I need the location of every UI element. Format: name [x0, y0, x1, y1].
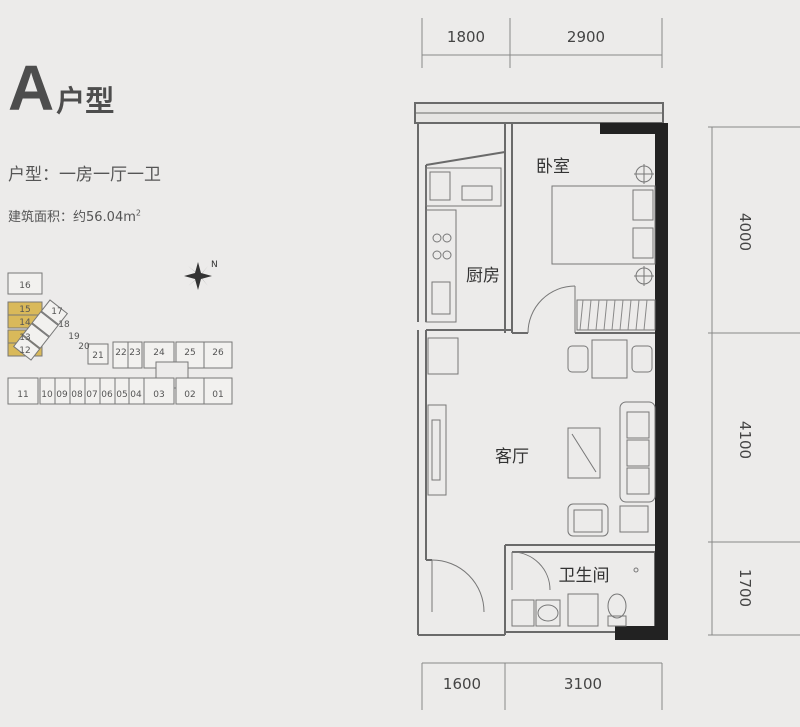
- toilet-icon: [607, 593, 627, 619]
- room-label-kitchen: 厨房: [466, 266, 500, 286]
- room-label-bedroom: 卧室: [536, 157, 570, 177]
- dim-top-2: 2900: [567, 28, 605, 46]
- key-label: 11: [17, 390, 28, 400]
- floor-area: 建筑面积：约56.04m2: [8, 206, 141, 225]
- key-label: 24: [153, 348, 165, 358]
- bed-icon: [551, 185, 656, 265]
- key-label: 19: [68, 332, 80, 342]
- key-unit-23: [127, 341, 143, 369]
- compass-label: N: [211, 260, 218, 270]
- key-label: 02: [184, 390, 195, 400]
- key-label: 01: [212, 390, 223, 400]
- key-unit-11: [7, 377, 39, 405]
- key-label: 04: [130, 390, 142, 400]
- key-label: 17: [51, 307, 62, 317]
- key-unit-20: [12, 334, 41, 361]
- bedroom-fixtures: [551, 164, 656, 331]
- key-label: 21: [92, 351, 103, 361]
- key-label: 20: [78, 342, 90, 352]
- fridge-icon: [431, 281, 451, 315]
- floor-area-sup: 2: [135, 208, 141, 218]
- dim-bottom-2: 3100: [564, 675, 602, 693]
- dimension-right: [708, 126, 800, 636]
- key-label: 26: [212, 348, 224, 358]
- stove-icon: [461, 185, 493, 201]
- washer-icon: [511, 599, 535, 627]
- key-label: 06: [101, 390, 113, 400]
- sink-icon: [429, 171, 451, 201]
- dim-right-2: 4100: [736, 421, 754, 459]
- key-label: 23: [129, 348, 140, 358]
- armchair-icon: [567, 503, 609, 537]
- key-label: 12: [19, 346, 30, 356]
- doors: [431, 285, 576, 613]
- coffee-table-icon: [567, 427, 601, 479]
- dim-bottom-1: 1600: [443, 675, 481, 693]
- tv-cabinet-icon: [427, 404, 447, 496]
- key-unit-26: [203, 341, 233, 369]
- key-unit-01: [203, 377, 233, 405]
- key-label: 16: [19, 281, 31, 291]
- sofa-icon: [619, 401, 656, 503]
- side-table-icon: [619, 505, 649, 533]
- dimension-top: [421, 18, 663, 68]
- key-unit-19: [22, 322, 50, 349]
- key-label: 22: [115, 348, 126, 358]
- key-label: 13: [19, 333, 30, 343]
- key-plan-labels: 16 15 14 13 12 17 18 19 20 21 22 23 24 2…: [17, 281, 224, 400]
- living-fixtures: [427, 337, 656, 537]
- key-unit-03: [143, 377, 175, 405]
- compass-icon: N: [184, 260, 218, 290]
- bathroom-fixtures: [511, 567, 639, 627]
- key-label: 09: [56, 390, 68, 400]
- key-plan: [7, 272, 233, 405]
- shower-icon: [567, 593, 599, 627]
- dining-table-icon: [591, 339, 628, 379]
- dim-top-1: 1800: [447, 28, 485, 46]
- exterior-wall: [600, 123, 668, 640]
- key-label: 10: [41, 390, 53, 400]
- kitchen-fixtures: [425, 167, 502, 323]
- key-label: 07: [86, 390, 97, 400]
- dimension-bottom: [421, 662, 663, 710]
- plan-letter: A: [8, 52, 55, 124]
- key-label: 15: [19, 305, 30, 315]
- key-unit-18: [31, 311, 59, 338]
- key-label: 03: [153, 390, 164, 400]
- plan-walls: [414, 102, 664, 636]
- key-unit-16: [7, 272, 43, 295]
- floor-area-text: 建筑面积：约56.04m: [8, 210, 136, 225]
- key-unit-17: [40, 299, 69, 326]
- key-unit-21: [87, 343, 109, 365]
- key-label: 25: [184, 348, 195, 358]
- unit-type: 户型：一房一厅一卫: [8, 165, 161, 185]
- dim-right-1: 4000: [736, 213, 754, 251]
- basin-icon: [537, 604, 559, 622]
- wardrobe-icon: [576, 299, 656, 331]
- key-label: 14: [19, 318, 31, 328]
- key-label: 18: [58, 320, 70, 330]
- room-label-living: 客厅: [495, 447, 529, 467]
- dim-right-3: 1700: [736, 569, 754, 607]
- plan-title: 户型: [56, 84, 115, 118]
- key-label: 08: [71, 390, 83, 400]
- key-label: 05: [116, 390, 127, 400]
- room-label-bathroom: 卫生间: [559, 566, 610, 586]
